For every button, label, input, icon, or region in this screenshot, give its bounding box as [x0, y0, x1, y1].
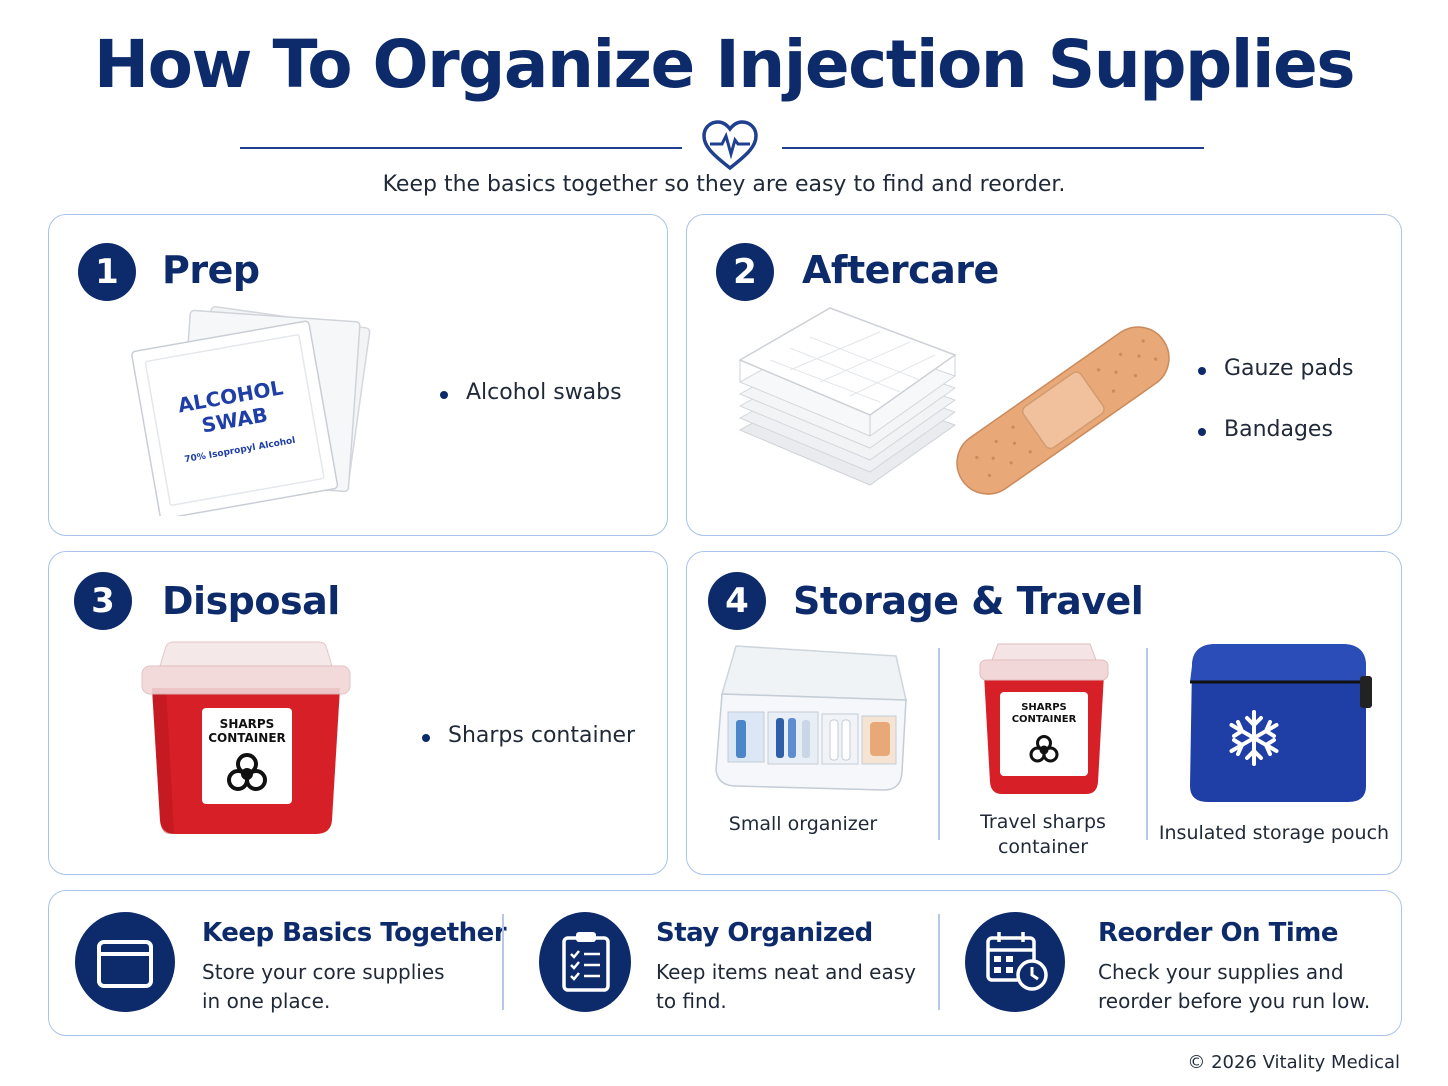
clipboard-checklist-icon	[562, 932, 610, 992]
tip-text: Store your core supplies in one place.	[202, 960, 445, 1013]
list-item: Gauze pads	[1198, 356, 1353, 381]
divider	[1146, 648, 1148, 840]
divider-left	[240, 147, 682, 149]
tip-text: Keep items neat and easy to find.	[656, 960, 916, 1013]
section-title-disposal: Disposal	[162, 579, 340, 623]
alcohol-swab-image: ALCOHOL SWAB 70% Isopropyl Alcohol	[131, 306, 371, 516]
divider	[938, 914, 940, 1010]
sharps-label-line1: SHARPS	[220, 717, 275, 731]
tip-title: Stay Organized	[656, 918, 873, 948]
bandage-image	[956, 326, 1170, 495]
caption-travel-sharps-line2: container	[997, 836, 1089, 858]
sharps-label-line2: CONTAINER	[208, 731, 286, 745]
section-title-aftercare: Aftercare	[802, 248, 999, 292]
page-subtitle: Keep the basics together so they are eas…	[382, 172, 1066, 197]
box-icon	[97, 940, 153, 988]
list-item: Alcohol swabs	[440, 380, 622, 405]
list-item: Sharps container	[422, 723, 635, 748]
tip-icon-circle	[539, 912, 631, 1012]
section-number-prep: 1	[78, 243, 136, 301]
caption-small-organizer: Small organizer	[728, 813, 878, 835]
tips-bar	[48, 890, 1402, 1036]
caption-insulated-pouch: Insulated storage pouch	[1158, 822, 1390, 844]
section-number-disposal: 3	[74, 572, 132, 630]
divider	[938, 648, 940, 840]
sharps-container-image: SHARPS CONTAINER	[141, 641, 351, 834]
divider-right	[782, 147, 1204, 149]
caption-travel-sharps: Travel sharps container	[960, 810, 1126, 860]
section-title-prep: Prep	[162, 248, 260, 292]
travel-sharps-label-line2: CONTAINER	[1012, 714, 1077, 725]
tip-icon-circle	[75, 912, 175, 1012]
tip-icon-circle	[965, 912, 1065, 1012]
section-number-aftercare: 2	[716, 243, 774, 301]
copyright: © 2026 Vitality Medical	[1187, 1052, 1400, 1073]
calendar-clock-icon	[986, 932, 1048, 991]
list-item: Bandages	[1198, 417, 1333, 442]
card-disposal	[48, 551, 668, 875]
tip-text: Check your supplies and reorder before y…	[1098, 960, 1371, 1013]
travel-sharps-container-image: SHARPS CONTAINER	[979, 643, 1109, 794]
biohazard-icon	[1029, 735, 1059, 763]
heartbeat-icon	[702, 120, 758, 171]
divider	[502, 914, 504, 1010]
tip-title: Keep Basics Together	[202, 918, 507, 948]
tip-title: Reorder On Time	[1098, 918, 1339, 948]
section-title-storage: Storage & Travel	[793, 579, 1144, 623]
page-title: How To Organize Injection Supplies	[93, 26, 1356, 103]
insulated-pouch-image	[1190, 644, 1372, 802]
small-organizer-image	[715, 645, 907, 791]
biohazard-icon	[227, 753, 267, 791]
section-number-storage: 4	[708, 572, 766, 630]
snowflake-icon	[1229, 710, 1279, 766]
caption-travel-sharps-line1: Travel sharps	[980, 811, 1106, 833]
travel-sharps-label-line1: SHARPS	[1021, 702, 1067, 713]
gauze-pads-image	[738, 307, 957, 486]
